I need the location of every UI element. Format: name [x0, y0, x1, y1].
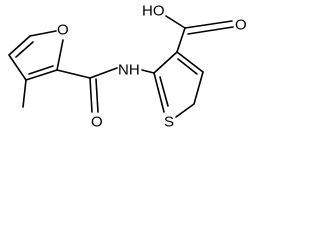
- bond-thiophene-acid: [176, 27, 186, 53]
- thiophene-bond-s-c2: [153, 72, 165, 113]
- furan-bond-c2-o: [56, 39, 64, 71]
- acid-c-o-bond-outer: [184, 20, 233, 29]
- acid-c-o-bond-inner: [187, 26, 234, 35]
- furan-bond-o-c5: [29, 30, 57, 37]
- methyl-bond: [22, 79, 27, 108]
- acid-c-oh-bond: [165, 15, 186, 29]
- furan-bond-c3-c2-inner: [28, 65, 54, 75]
- furan-oxygen-label: O: [57, 22, 69, 39]
- thiophene-bond-c4-c5: [193, 71, 204, 105]
- thiophene-bond-c2-c3: [153, 51, 178, 74]
- bond-furan-carbonyl: [56, 69, 91, 79]
- thiophene-bond-c3-c4-inner: [177, 58, 198, 75]
- furan-bond-c5-c4-inner: [15, 41, 34, 58]
- acid-hydroxyl-label: HO: [142, 3, 165, 20]
- amide-nh-label: NH: [118, 62, 140, 79]
- molecule-structure-diagram: O O NH S HO O: [8, 3, 247, 131]
- furan-bond-c4-c3: [8, 54, 27, 81]
- thiophene-bond-s-c2-inner: [159, 76, 169, 107]
- bond-carbonyl-nh: [89, 67, 118, 79]
- thiophene-bond-c5-s: [175, 103, 195, 118]
- thiophene-bond-c3-c4: [176, 51, 204, 73]
- amide-c-o-bond-outer: [89, 77, 93, 113]
- acid-oxygen-label: O: [235, 17, 247, 34]
- amide-oxygen-label: O: [91, 114, 103, 131]
- furan-ring: [8, 30, 64, 81]
- furan-bond-c3-c2: [25, 69, 58, 81]
- bond-nh-thiophene: [141, 69, 155, 74]
- thiophene-ring: [153, 51, 204, 118]
- amide-c-o-bond-inner: [95, 78, 99, 113]
- furan-bond-c5-c4: [8, 35, 31, 56]
- thiophene-sulfur-label: S: [164, 114, 174, 131]
